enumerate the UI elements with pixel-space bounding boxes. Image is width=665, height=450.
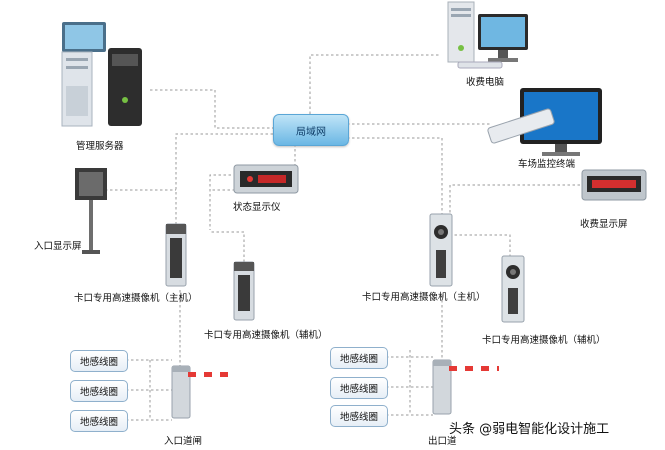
entry-loop-2: 地感线圈 — [70, 380, 128, 402]
entry-gate-icon — [171, 365, 236, 419]
billing-display-label: 收费显示屏 — [580, 219, 628, 230]
billing-pc-label: 收费电脑 — [466, 77, 505, 88]
exit-camera-main-label: 卡口专用高速摄像机（主机） — [362, 292, 486, 303]
exit-loop-3: 地感线圈 — [330, 405, 388, 427]
watermark: 头条 @弱电智能化设计施工 — [449, 422, 610, 437]
exit-loop-1: 地感线圈 — [330, 347, 388, 369]
entry-display-icon — [75, 168, 107, 254]
entry-camera-main-label: 卡口专用高速摄像机（主机） — [74, 293, 198, 304]
exit-camera-main-icon — [429, 213, 453, 287]
billing-display-icon — [581, 169, 647, 201]
entry-display-label: 入口显示屏 — [34, 241, 82, 252]
exit-loop-2: 地感线圈 — [330, 377, 388, 399]
parking-monitor-label: 车场监控终端 — [518, 159, 576, 170]
lan-hub: 局域网 — [273, 114, 349, 146]
exit-camera-aux-label: 卡口专用高速摄像机（辅机） — [482, 335, 606, 346]
entry-camera-aux-label: 卡口专用高速摄像机（辅机） — [204, 330, 328, 341]
entry-loop-3: 地感线圈 — [70, 410, 128, 432]
exit-gate-icon — [432, 359, 499, 415]
status-display-icon — [233, 164, 299, 194]
entry-camera-main-icon — [165, 223, 187, 287]
exit-camera-aux-icon — [501, 255, 525, 323]
computer-icon — [447, 1, 528, 69]
monitor-icon — [487, 88, 602, 156]
server-icon — [61, 22, 142, 127]
entry-camera-aux-icon — [233, 261, 255, 321]
exit-gate-label: 出口道 — [428, 436, 457, 447]
management-server-label: 管理服务器 — [76, 141, 124, 152]
entry-loop-1: 地感线圈 — [70, 350, 128, 372]
entry-gate-label: 入口道闸 — [164, 436, 203, 447]
status-display-label: 状态显示仪 — [233, 202, 281, 213]
